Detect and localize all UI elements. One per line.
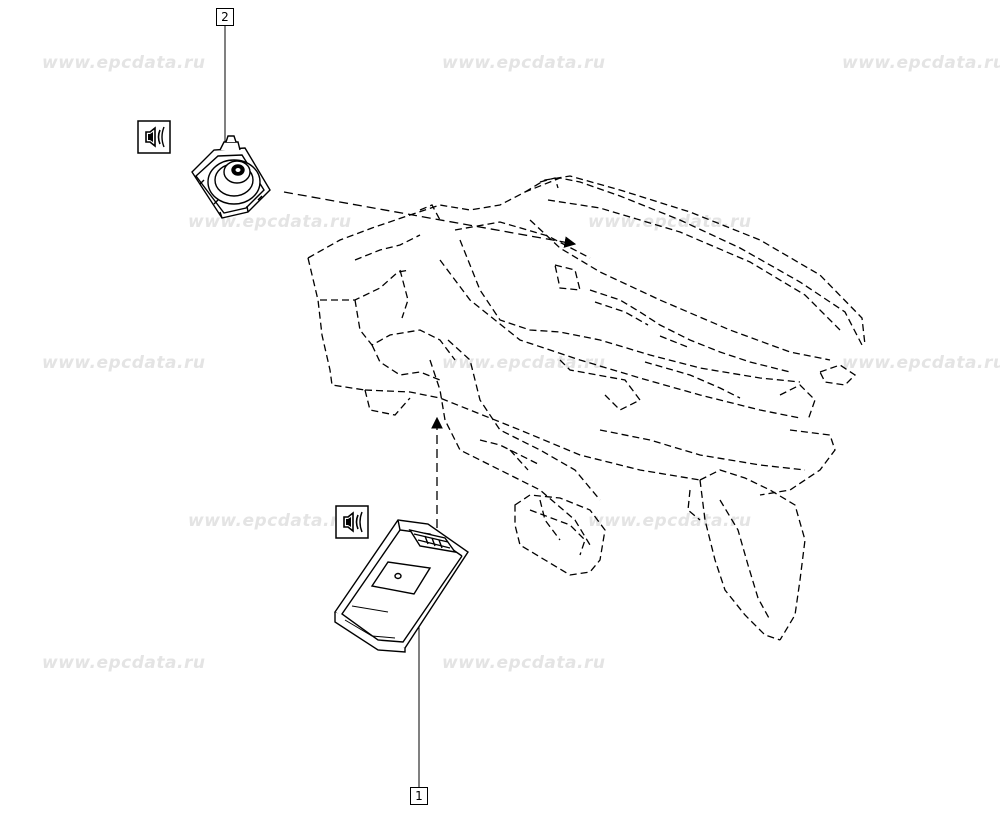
watermark: www.epcdata.ru bbox=[442, 653, 606, 673]
watermark: www.epcdata.ru bbox=[442, 353, 606, 373]
watermark: www.epcdata.ru bbox=[188, 511, 352, 531]
sound-speaker-icon bbox=[335, 505, 369, 539]
assembly-arrow-speaker bbox=[283, 191, 577, 248]
loudspeaker-part bbox=[191, 135, 271, 219]
watermark: www.epcdata.ru bbox=[42, 53, 206, 73]
callout-2[interactable]: 2 bbox=[216, 8, 234, 26]
watermark: www.epcdata.ru bbox=[842, 53, 1000, 73]
callout-1[interactable]: 1 bbox=[410, 787, 428, 805]
watermark: www.epcdata.ru bbox=[42, 353, 206, 373]
watermark: www.epcdata.ru bbox=[842, 353, 1000, 373]
watermark: www.epcdata.ru bbox=[442, 53, 606, 73]
watermark: www.epcdata.ru bbox=[42, 653, 206, 673]
amplifier-module-part bbox=[334, 519, 469, 653]
sound-speaker-icon bbox=[137, 120, 171, 154]
watermark: www.epcdata.ru bbox=[588, 511, 752, 531]
